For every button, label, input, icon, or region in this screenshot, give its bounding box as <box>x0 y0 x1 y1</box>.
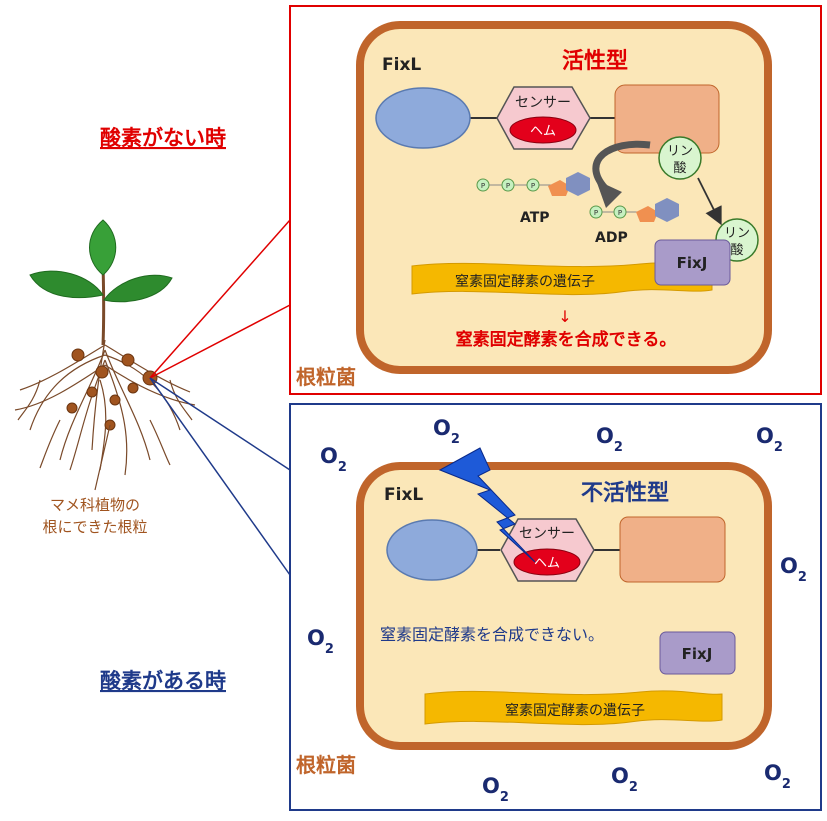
bottom-gene-banner <box>424 690 723 726</box>
oxygen-6: O2 <box>307 626 334 657</box>
atp-p2-label: P <box>506 182 510 190</box>
connector-top-1 <box>149 219 291 379</box>
oxygen-4: O2 <box>320 444 347 475</box>
bottom-fixl-domain <box>386 519 478 581</box>
oxygen-9: O2 <box>764 761 791 792</box>
oxygen-7: O2 <box>482 774 509 805</box>
adp-p1-label: P <box>594 209 598 217</box>
bottom-fixj-label: FixJ <box>682 645 713 663</box>
bottom-fixl-label: FixL <box>384 485 423 505</box>
leaf-right <box>103 274 173 303</box>
top-condition-label: 酸素がない時 <box>100 126 226 150</box>
top-phosphate-2-line2: 酸 <box>730 243 743 258</box>
top-heme-label: ヘム <box>530 124 556 139</box>
top-phosphate-2-line1: リン <box>724 226 750 241</box>
connector-bottom-2 <box>149 377 291 576</box>
top-gene-banner <box>411 262 713 296</box>
bottom-bacterium-label: 根粒菌 <box>296 753 356 777</box>
atp-p1-label: P <box>481 182 485 190</box>
bottom-kinase-domain <box>619 516 726 583</box>
oxygen-5: O2 <box>780 554 807 585</box>
leaf-left <box>29 270 104 299</box>
adp-p2-label: P <box>618 209 622 217</box>
plant-caption-line1: マメ科植物の <box>50 496 140 514</box>
top-bacterium-label: 根粒菌 <box>296 365 356 389</box>
adp-label: ADP <box>595 230 628 246</box>
bottom-fixj-box <box>659 631 736 675</box>
bottom-state-title: 不活性型 <box>581 481 669 506</box>
atp-label: ATP <box>520 210 550 226</box>
bottom-condition-label: 酸素がある時 <box>100 669 226 693</box>
oxygen-3: O2 <box>756 424 783 455</box>
top-phosphate-1 <box>658 136 702 180</box>
top-down-arrow: ↓ <box>558 307 571 326</box>
top-heme <box>509 116 577 144</box>
top-sensor-label: センサー <box>515 95 571 111</box>
adp-molecule: P P <box>589 198 679 222</box>
bottom-heme-label: ヘム <box>534 556 560 571</box>
oxygen-8: O2 <box>611 764 638 795</box>
bottom-result-text: 窒素固定酵素を合成できない。 <box>380 625 604 644</box>
top-phosphate-1-line1: リン <box>667 144 693 159</box>
top-fixj-box <box>654 239 731 286</box>
top-result-text: 窒素固定酵素を合成できる。 <box>456 329 677 350</box>
leaf-top <box>89 219 117 276</box>
plant-illustration <box>14 219 196 491</box>
bottom-heme <box>513 548 581 576</box>
top-transfer-arrow <box>592 140 651 191</box>
bottom-sensor-label: センサー <box>519 526 575 542</box>
top-phosphate-1-line2: 酸 <box>673 161 686 176</box>
oxygen-1: O2 <box>433 416 460 447</box>
top-fixl-label: FixL <box>382 55 421 75</box>
top-state-title: 活性型 <box>562 49 628 74</box>
connector-bottom-1 <box>149 377 291 471</box>
lightning-bolt <box>438 447 536 563</box>
atp-molecule: P P P <box>476 172 590 196</box>
connector-top-2 <box>149 304 291 379</box>
top-fixj-label: FixJ <box>677 254 708 272</box>
root-nodules <box>66 348 158 431</box>
top-fixl-domain <box>375 87 471 149</box>
plant-caption-line2: 根にできた根粒 <box>42 518 147 536</box>
root-system <box>14 339 196 476</box>
atp-p3-label: P <box>531 182 535 190</box>
bottom-gene-label: 窒素固定酵素の遺伝子 <box>505 702 645 719</box>
oxygen-2: O2 <box>596 424 623 455</box>
oxygen-molecules: O2 O2 O2 O2 O2 O2 O2 O2 O2 <box>307 416 807 805</box>
top-gene-label: 窒素固定酵素の遺伝子 <box>455 273 595 290</box>
